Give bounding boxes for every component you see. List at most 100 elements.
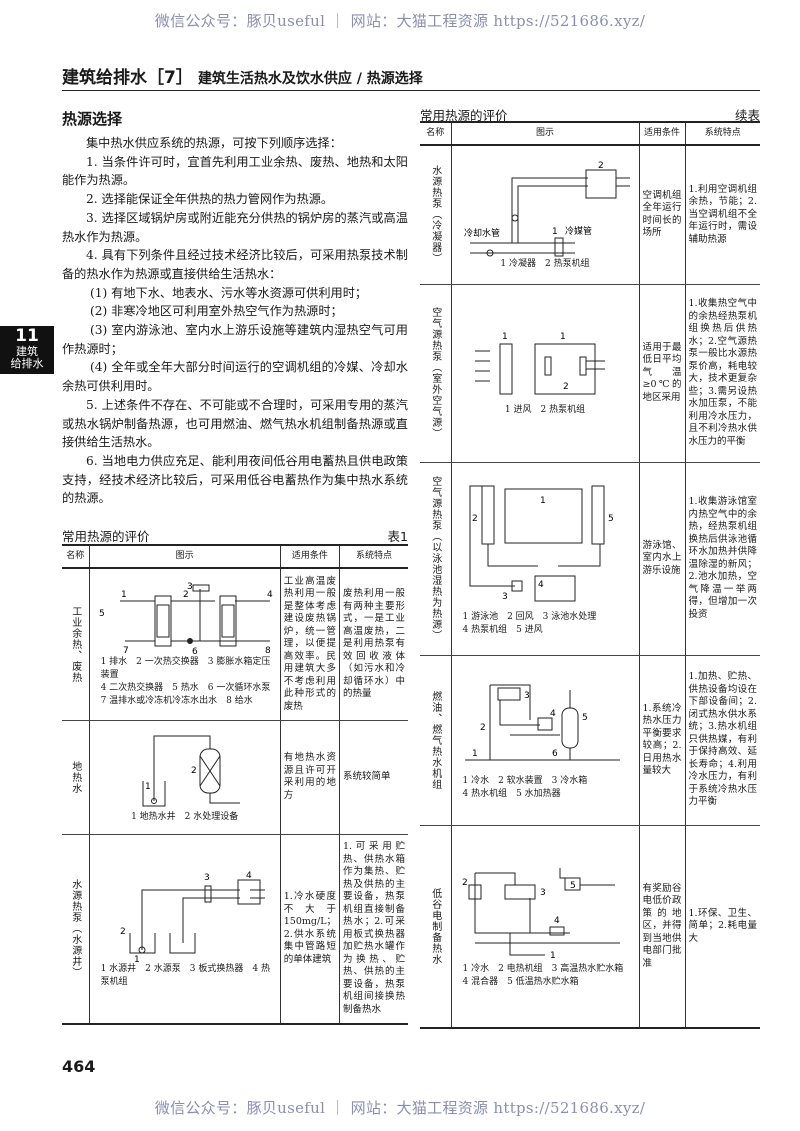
- diagram-label: 8: [265, 646, 271, 656]
- legend-line: 1 水源井 2 水源泵 3 板式换热器 4 热泵机组: [100, 964, 270, 988]
- header-features: 系统特点: [338, 544, 408, 569]
- legend-line: 1 冷水 2 电热机组 3 高温热水贮水箱: [462, 964, 624, 975]
- diagram-label: 5: [608, 514, 614, 524]
- paragraph: 1. 当条件许可时，宜首先利用工业余热、废热、地热和太阳能作为热源。: [62, 154, 408, 188]
- row-condition: 1.系统冷热水压力平衡要求较高；2.日用热水量较大: [638, 655, 685, 826]
- row-name: 水源热泵（冷凝器）: [429, 165, 441, 265]
- body-text: 集中热水供应系统的热源，可按下列顺序选择： 1. 当条件许可时，宜首先利用工业余…: [62, 134, 408, 508]
- legend-line: 4 热水机组 5 水加热器: [462, 788, 561, 799]
- table1-continued: 名称 图示 适用条件 系统特点 水源热泵（冷凝器） 2 1 冷却水管 冷媒管 1…: [420, 121, 760, 1029]
- diagram-label: 5: [582, 713, 588, 723]
- legend-line: 4 二次热交换器 5 热水 6 一次循环水泵: [100, 682, 271, 693]
- legend-line: 4 混合器 5 低温热水贮水箱: [462, 977, 579, 988]
- legend-line: 1 进风 2 热泵机组: [504, 405, 586, 415]
- paragraph: 2. 选择能保证全年供热的热力管网作为热源。: [86, 192, 334, 207]
- header-sub: 建筑生活热水及饮水供应 / 热源选择: [197, 71, 423, 87]
- table-row: 空气源热泵（室外空气源） 1 1 2 1 进风 2 热泵机组 适用于最低日平均气…: [420, 284, 760, 463]
- diagram-label: 2: [563, 382, 569, 392]
- diagram-label: 2: [480, 723, 486, 733]
- paragraph: 6. 当地电力供应充足、能利用夜间低谷用电蓄热且供电政策支持，经技术经济比较后，…: [62, 453, 408, 506]
- diagram-label: 5: [99, 609, 105, 619]
- diagram-label: 3: [502, 592, 508, 602]
- diagram-label: 2: [183, 590, 189, 600]
- legend-line: 1 排水 2 一次热交换器 3 膨胀水箱定压装置: [100, 656, 271, 680]
- diagram-label: 4: [538, 580, 544, 590]
- table-cont-tag: 续表: [734, 108, 760, 123]
- diagram-label: 1: [145, 782, 151, 792]
- pump-icon: [186, 637, 193, 644]
- diagram-label: 2: [598, 161, 604, 171]
- chapter-tab: 11 建筑 给排水: [0, 326, 54, 374]
- row-features: 系统较简单: [338, 720, 408, 835]
- diagram: 2 3 4 5 1 1 冷水 2 电热机组 3 高温热水贮水箱 4 混合器 5 …: [450, 825, 639, 1029]
- paragraph: 集中热水供应系统的热源，可按下列顺序选择：: [86, 136, 342, 150]
- table-row: 工业余热、废热 1 2 3 4 5 6 7 8 1 排水 2: [62, 568, 408, 721]
- diagram-label: 1: [134, 955, 140, 963]
- row-name: 空气源热泵（室外空气源）: [429, 307, 441, 439]
- row-condition: 有地热水资源且许可开采利用的地方: [279, 720, 340, 835]
- diagram: 2 1 冷却水管 冷媒管 1 冷凝器 2 热泵机组: [450, 145, 639, 285]
- paragraph: (4) 全年或全年大部分时间运行的空调机组的冷媒、冷却水余热可供利用时。: [62, 360, 408, 394]
- table1-number: 表1: [387, 529, 408, 544]
- paragraph: 4. 具有下列条件且经过技术经济比较后，可采用热泵技术制备的热水作为热源或直接供…: [62, 248, 408, 281]
- header-condition: 适用条件: [279, 544, 340, 569]
- legend-line: 7 温排水或冷冻机冷冻水出水 8 给水: [100, 695, 253, 706]
- row-condition: 有奖励谷电低价政策的地区，并得到当地供电部门批准: [638, 825, 685, 1029]
- diagram-label: 2: [462, 878, 468, 888]
- diagram-label: 冷却水管: [464, 227, 500, 239]
- diagram-label: 1: [560, 332, 566, 342]
- row-features: 1.加热、贮热、供热设备均设在下部设备间；2.闭式热水供水系统；3.热水机组只供…: [684, 655, 760, 826]
- chapter-number: 11: [15, 326, 39, 346]
- diagram-label: 2: [191, 766, 197, 776]
- watermark-top: 微信公众号：豚贝useful ｜ 网站：大猫工程资源 https://52168…: [154, 12, 646, 30]
- legend-line: 1 冷水 2 软水装置 3 冷水箱: [462, 775, 588, 786]
- row-name: 水源热泵（水源井）: [69, 879, 81, 979]
- watermark-bottom: 微信公众号：豚贝useful ｜ 网站：大猫工程资源 https://52168…: [154, 1099, 646, 1117]
- paragraph: (1) 有地下水、地表水、污水等水资源可供利用时；: [90, 285, 368, 300]
- row-features: 1.收集游泳馆室内热空气中的余热，经热泵机组换热后供泳池循环水加热并供降温除湿的…: [684, 462, 760, 656]
- diagram: 1 2 3 4 1 水源井 2 水源泵 3 板式换热器 4 热泵机组: [88, 834, 281, 1025]
- diagram: 1 2 1 地热水井 2 水处理设备: [88, 720, 281, 835]
- page-number: 464: [62, 1057, 96, 1076]
- table-header-row: 名称 图示 适用条件 系统特点: [420, 121, 760, 146]
- header-name: 名称: [62, 544, 90, 569]
- legend-line: 1 游泳池 2 回风 3 泳池水处理: [462, 611, 597, 622]
- row-name: 地热水: [69, 760, 81, 794]
- off-peak-electric-diagram: 2 3 4 5 1: [462, 868, 620, 961]
- header-condition: 适用条件: [638, 121, 685, 146]
- diagram-label: 3: [187, 582, 193, 592]
- table1-title: 常用热源的评价: [62, 529, 150, 544]
- diagram-label: 6: [552, 749, 558, 759]
- legend-line: 1 冷凝器 2 热泵机组: [500, 259, 590, 270]
- table1-caption: 常用热源的评价 表1: [62, 526, 408, 545]
- condenser-heat-pump-diagram: 2 1 冷却水管 冷媒管: [464, 161, 630, 257]
- water-source-heat-pump-diagram: 1 2 3 4: [120, 871, 265, 963]
- row-features: 1.收集热空气中的余热经热泵机组换热后供热水；2.空气源热泵一般比水源热泵价高，…: [684, 284, 760, 463]
- table1: 名称 图示 适用条件 系统特点 工业余热、废热 1 2 3 4 5 6 7: [62, 544, 408, 1025]
- row-features: 废热利用一般有两种主要形式，一是工业高温废热，二是利用热泵有效回收液体（如污水和…: [338, 568, 408, 721]
- paragraph: (3) 室内游泳池、室内水上游乐设施等建筑内湿热空气可用作热源时；: [62, 323, 408, 356]
- diagram: 1 1 2 1 进风 2 热泵机组: [450, 284, 639, 463]
- running-header: 建筑给排水［7］ 建筑生活热水及饮水供应 / 热源选择: [62, 63, 423, 88]
- pool-heat-pump-diagram: 1 2 3 4 5: [469, 485, 614, 602]
- diagram-label: 冷媒管: [565, 225, 592, 237]
- table-row: 燃油、燃气热水机组 3 1 2 4 5 6 1 冷水 2 软水装置 3 冷水箱 …: [420, 655, 760, 826]
- row-condition: 空调机组全年运行时间长的场所: [638, 145, 685, 285]
- diagram: 1 2 3 4 5 6 7 8 1 排水 2 一次热交换器 3 膨胀水箱定压装置…: [88, 568, 281, 721]
- paragraph: (2) 非寒冷地区可利用室外热空气作为热源时；: [90, 304, 343, 319]
- diagram-label: 5: [570, 881, 576, 891]
- table-row: 地热水 1 2 1 地热水井 2 水处理设备 有地热水资源且许可开采利用的地方 …: [62, 720, 408, 835]
- row-features: 1.可采用贮热、供热水箱作为集热、贮热及供热的主要设备，热泵机组直接制备热水；2…: [338, 834, 408, 1025]
- diagram-label: 4: [550, 709, 556, 719]
- legend-line: 1 地热水井 2 水处理设备: [131, 811, 239, 822]
- table-row: 低谷电制备热水 2 3 4 5 1 1 冷水 2 电热机组 3 高温热水贮水箱 …: [420, 825, 760, 1029]
- diagram-label: 2: [120, 927, 126, 937]
- diagram-label: 1: [550, 951, 556, 961]
- table-row: 水源热泵（冷凝器） 2 1 冷却水管 冷媒管 1 冷凝器 2 热泵机组 空调机组…: [420, 145, 760, 285]
- diagram-label: 4: [246, 871, 252, 881]
- diagram: 1 2 3 4 5 1 游泳池 2 回风 3 泳池水处理 4 热泵机组 5 进风: [450, 462, 639, 656]
- header-main: 建筑给排水［7］: [62, 68, 193, 88]
- diagram-label: 4: [554, 916, 560, 926]
- table-row: 空气源热泵（以泳池湿热为热源） 1 2 3 4 5 1 游泳池 2 回风 3 泳…: [420, 462, 760, 656]
- diagram-label: 3: [524, 691, 530, 701]
